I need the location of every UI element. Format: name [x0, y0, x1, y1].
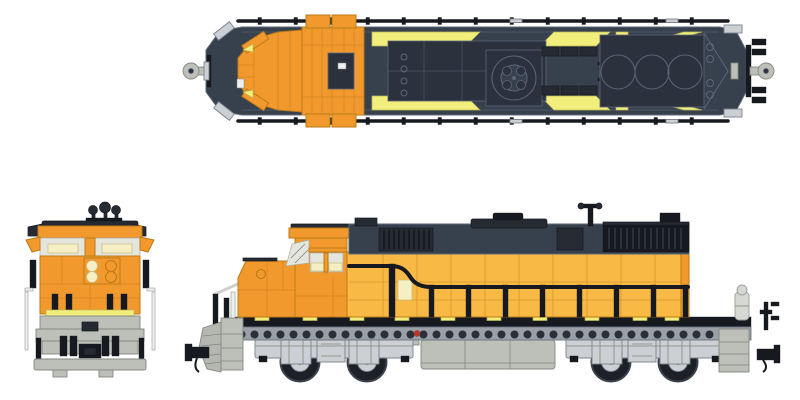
top-cab — [301, 14, 365, 128]
top-front-coupler — [182, 21, 235, 121]
sunshade-wing — [139, 236, 155, 253]
top-mid-deck — [387, 40, 612, 107]
top-nose-hood — [236, 29, 303, 113]
mu-hose — [69, 335, 78, 357]
cab-roof-hatch — [327, 52, 355, 90]
louver-panel — [378, 227, 434, 252]
handrail-post — [212, 293, 219, 327]
cabinet-vent — [397, 279, 413, 301]
radiator-grille — [602, 221, 690, 253]
cab-sunshade — [305, 14, 331, 29]
front-coupler — [78, 343, 102, 359]
top-rear-coupler — [723, 24, 775, 118]
long-hood — [346, 251, 690, 318]
front-cab-roof — [27, 220, 147, 239]
horn-cluster-icon — [85, 201, 123, 223]
rear-platform — [718, 284, 781, 373]
side-view — [184, 202, 781, 383]
fuel-tank — [420, 339, 556, 370]
front-pilot-side — [184, 281, 244, 373]
exhaust-stack — [492, 212, 524, 221]
front-view — [24, 201, 156, 378]
pilot-step-pad — [213, 21, 235, 41]
front-pilot — [24, 287, 156, 378]
side-handrail — [347, 263, 690, 318]
front-nose — [29, 255, 150, 326]
mu-hose — [111, 335, 120, 357]
headlights — [86, 260, 117, 283]
hood-roofline — [348, 202, 690, 255]
rear-steps — [718, 328, 750, 373]
pilot-step-pad — [213, 101, 235, 121]
side-nose — [237, 257, 296, 318]
windshield — [25, 236, 155, 257]
cab-sunshade — [331, 113, 357, 128]
cab-sunshade — [305, 113, 331, 128]
radiator-fans — [599, 32, 739, 110]
horn-icon — [577, 202, 603, 227]
marker-dot — [413, 330, 421, 337]
dynamic-brake-fan — [485, 49, 543, 107]
windshield-side — [285, 239, 310, 267]
sunshade-wing — [25, 236, 41, 253]
frame-stripe — [45, 309, 135, 317]
cab-sunshade — [331, 14, 357, 29]
side-cab — [285, 223, 350, 318]
side-front-coupler — [184, 343, 210, 373]
mu-hose — [101, 335, 110, 357]
side-rear-coupler — [756, 344, 781, 373]
frame-sill — [234, 315, 752, 341]
top-view — [182, 14, 775, 128]
mu-hose — [59, 335, 68, 357]
handrail-post — [142, 259, 150, 289]
handrail-post — [29, 259, 37, 289]
